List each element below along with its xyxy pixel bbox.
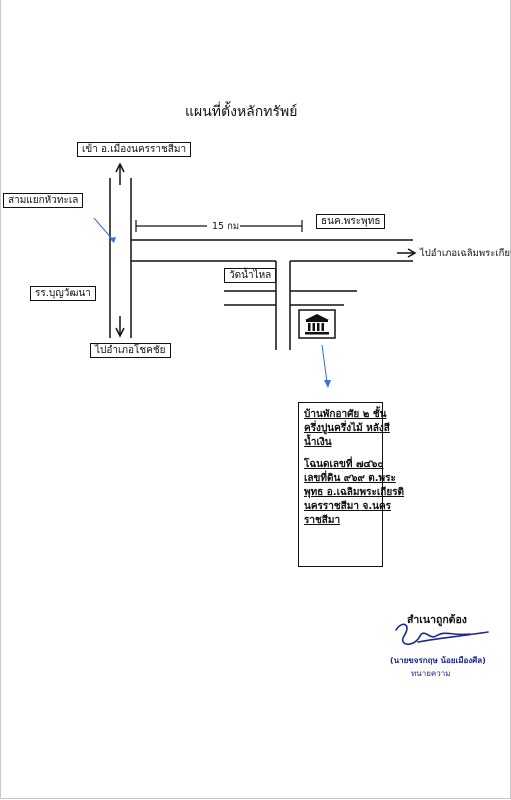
- post-office-label: ธนค.พระพุทธ: [316, 214, 386, 229]
- arrow-up-head: [115, 162, 125, 173]
- signer-position: ทนายความ: [411, 669, 451, 678]
- info-line: บ้านพักอาศัย ๒ ชั้น: [304, 409, 387, 420]
- property-pointer-head: [324, 380, 331, 388]
- info-line: ราชสีมา: [304, 515, 341, 526]
- junction-pointer: [93, 217, 114, 241]
- info-line: โฉนดเลขที่ ๗๔๖๐: [304, 459, 384, 470]
- bank-building-icon: [305, 314, 329, 335]
- property-pointer: [321, 344, 328, 383]
- signature-scribble: [395, 623, 489, 646]
- arrow-east-head: [407, 248, 417, 258]
- temple-label: วัดน้ำไหล: [224, 268, 277, 283]
- to-chokchai-label: ไปอำเภอโชคชัย: [90, 343, 171, 358]
- distance-label: 15 กม: [212, 221, 240, 232]
- property-info-box: บ้านพักอาศัย ๒ ชั้น ครึ่งปูนครึ่งไม้ หลั…: [298, 402, 405, 567]
- junction-label: สามแยกหัวทะเล: [3, 193, 84, 208]
- to-chaloem-label: ไปอำเภอเฉลิมพระเกียรติ: [420, 248, 511, 259]
- info-line: น้ำเงิน: [304, 437, 332, 448]
- school-label: รร.บุญวัฒนา: [30, 286, 96, 301]
- junction-pointer-head: [109, 237, 116, 243]
- info-line: ครึ่งปูนครึ่งไม้ หลังสี: [304, 423, 390, 434]
- arrow-down-head: [115, 327, 125, 338]
- info-line: นครราชสีมา จ.นคร: [304, 501, 392, 512]
- signer-name: (นายขจรกฤษ น้อยเมืองศีล): [390, 656, 486, 665]
- info-line: เลขที่ดิน ๙๖๙ ต.พระ: [304, 473, 396, 484]
- to-city-label: เข้า อ.เมืองนครราชสีมา: [77, 142, 192, 157]
- certification-text: สำเนาถูกต้อง: [407, 614, 467, 626]
- map-title: แผนที่ตั้งหลักทรัพย์: [185, 104, 298, 120]
- info-line: พุทธ อ.เฉลิมพระเกียรติ: [304, 487, 405, 498]
